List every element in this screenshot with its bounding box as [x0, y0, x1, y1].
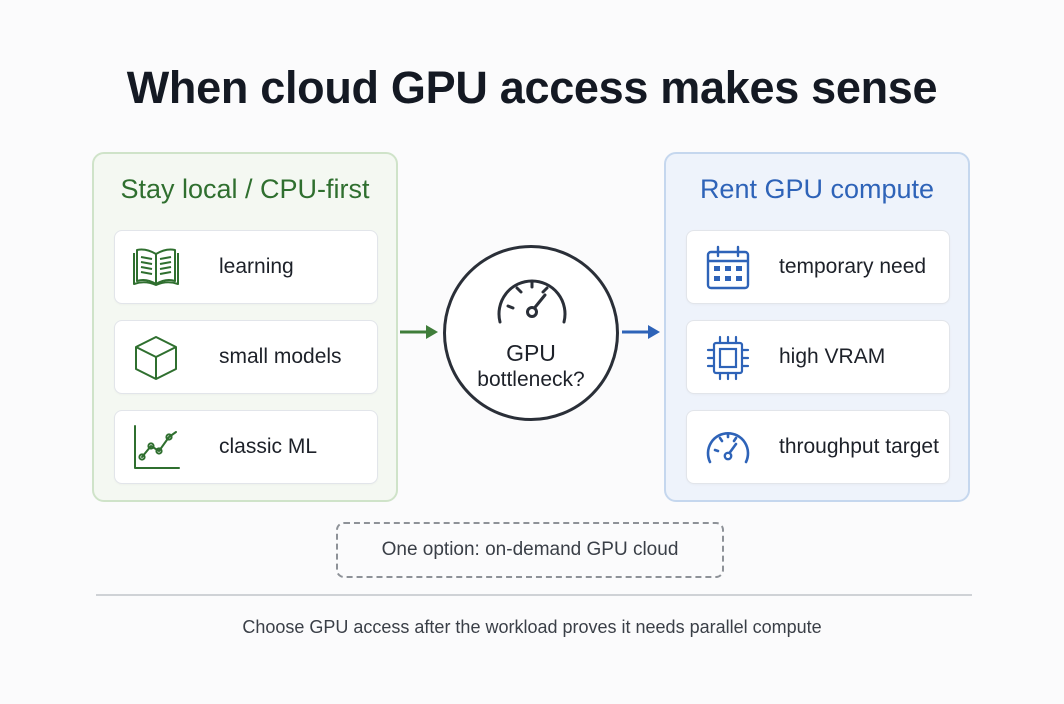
- list-item-small-models: small models: [114, 320, 378, 394]
- list-item-temporary-need: temporary need: [686, 230, 950, 304]
- divider: [96, 594, 972, 596]
- arrow-right-green-icon: [400, 325, 438, 339]
- cube-icon: [135, 336, 177, 380]
- rent-gpu-panel-title: Rent GPU compute: [699, 174, 935, 204]
- footer-caption: Choose GPU access after the workload pro…: [242, 617, 822, 637]
- item-label-small-models: small models: [219, 345, 342, 368]
- open-book-icon: [133, 248, 179, 286]
- page-title: When cloud GPU access makes sense: [126, 62, 938, 113]
- list-item-high-vram: high VRAM: [686, 320, 950, 394]
- line-chart-icon: [134, 425, 180, 469]
- arrow-right-blue-icon: [622, 325, 660, 339]
- stay-local-panel-title: Stay local / CPU-first: [120, 174, 370, 204]
- rent-gpu-panel: Rent GPU compute temporary n: [664, 152, 970, 502]
- list-item-learning: learning: [114, 230, 378, 304]
- list-item-classic-ml: classic ML: [114, 410, 378, 484]
- gpu-bottleneck-node: GPU bottleneck?: [443, 245, 619, 421]
- item-label-temporary-need: temporary need: [779, 255, 927, 278]
- item-label-high-vram: high VRAM: [779, 345, 886, 368]
- speedometer-icon: [706, 431, 750, 464]
- hub-label-line1: GPU: [506, 340, 556, 366]
- stay-local-panel: Stay local / CPU-first learning: [92, 152, 398, 502]
- option-note: One option: on-demand GPU cloud: [336, 522, 724, 578]
- hub-label-line2: bottleneck?: [477, 368, 585, 391]
- list-item-throughput-target: throughput target: [686, 410, 950, 484]
- gauge-icon: [497, 279, 567, 324]
- calendar-icon: [706, 245, 750, 290]
- item-label-learning: learning: [219, 255, 294, 278]
- item-label-classic-ml: classic ML: [219, 435, 318, 458]
- chip-icon: [706, 335, 750, 381]
- item-label-throughput-target: throughput target: [779, 435, 939, 458]
